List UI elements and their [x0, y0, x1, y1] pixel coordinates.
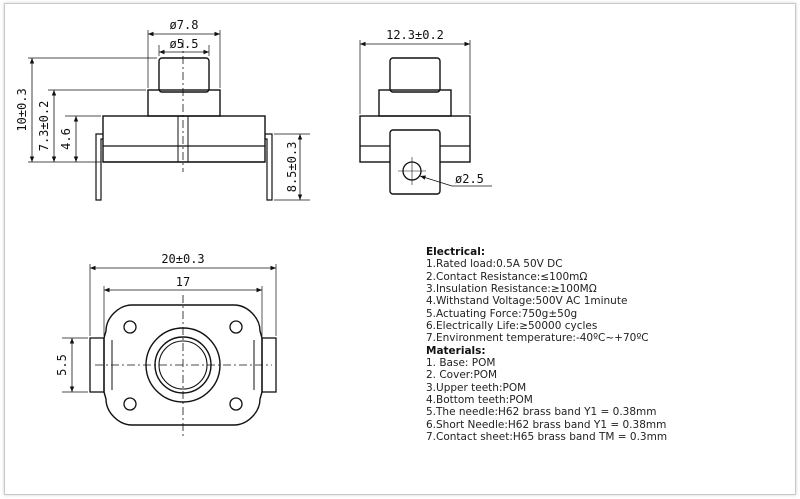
- side-view: [359, 40, 492, 195]
- dim-side-width: 12.3±0.2: [386, 28, 444, 42]
- dim-base-height: 4.6: [59, 128, 73, 150]
- material-line: 6.Short Needle:H62 brass band Y1 = 0.38m…: [426, 418, 667, 431]
- material-line: 3.Upper teeth:POM: [426, 381, 527, 394]
- dim-inner-diameter: ø5.5: [170, 37, 199, 51]
- spec-line: 6.Electrically Life:≥50000 cycles: [426, 320, 598, 333]
- electrical-header: Electrical:: [426, 246, 486, 258]
- spec-line: 1.Rated load:0.5A 50V DC: [426, 258, 563, 271]
- sheet-frame: [4, 3, 796, 495]
- spec-line: 7.Environment temperature:-40ºC~+70ºC: [426, 332, 649, 345]
- dim-body-height: 7.3±0.2: [37, 101, 51, 152]
- material-line: 7.Contact sheet:H65 brass band TM = 0.3m…: [426, 431, 668, 444]
- dim-pin-length: 8.5±0.3: [285, 142, 299, 193]
- front-view: [28, 30, 310, 201]
- dim-cap-diameter: ø7.8: [170, 18, 199, 32]
- spec-panel: Electrical: 1.Rated load:0.5A 50V DC 2.C…: [426, 246, 786, 444]
- spec-line: 3.Insulation Resistance:≥100MΩ: [426, 283, 597, 296]
- spec-line: 4.Withstand Voltage:500V AC 1minute: [426, 295, 628, 308]
- dim-bottom-inner: 17: [176, 275, 190, 289]
- spec-line: 5.Actuating Force:750g±50g: [426, 307, 578, 320]
- dim-total-height: 10±0.3: [15, 88, 29, 131]
- dim-hole-diameter: ø2.5: [455, 172, 484, 186]
- spec-line: 2.Contact Resistance:≤100mΩ: [426, 270, 588, 283]
- materials-header: Materials:: [426, 344, 486, 357]
- dim-bottom-width: 20±0.3: [161, 252, 204, 266]
- material-line: 2. Cover:POM: [426, 369, 498, 382]
- material-line: 1. Base: POM: [426, 357, 496, 370]
- material-line: 4.Bottom teeth:POM: [426, 394, 533, 407]
- dim-bottom-tab: 5.5: [55, 354, 69, 376]
- bottom-view: [62, 264, 277, 438]
- material-line: 5.The needle:H62 brass band Y1 = 0.38mm: [426, 406, 657, 419]
